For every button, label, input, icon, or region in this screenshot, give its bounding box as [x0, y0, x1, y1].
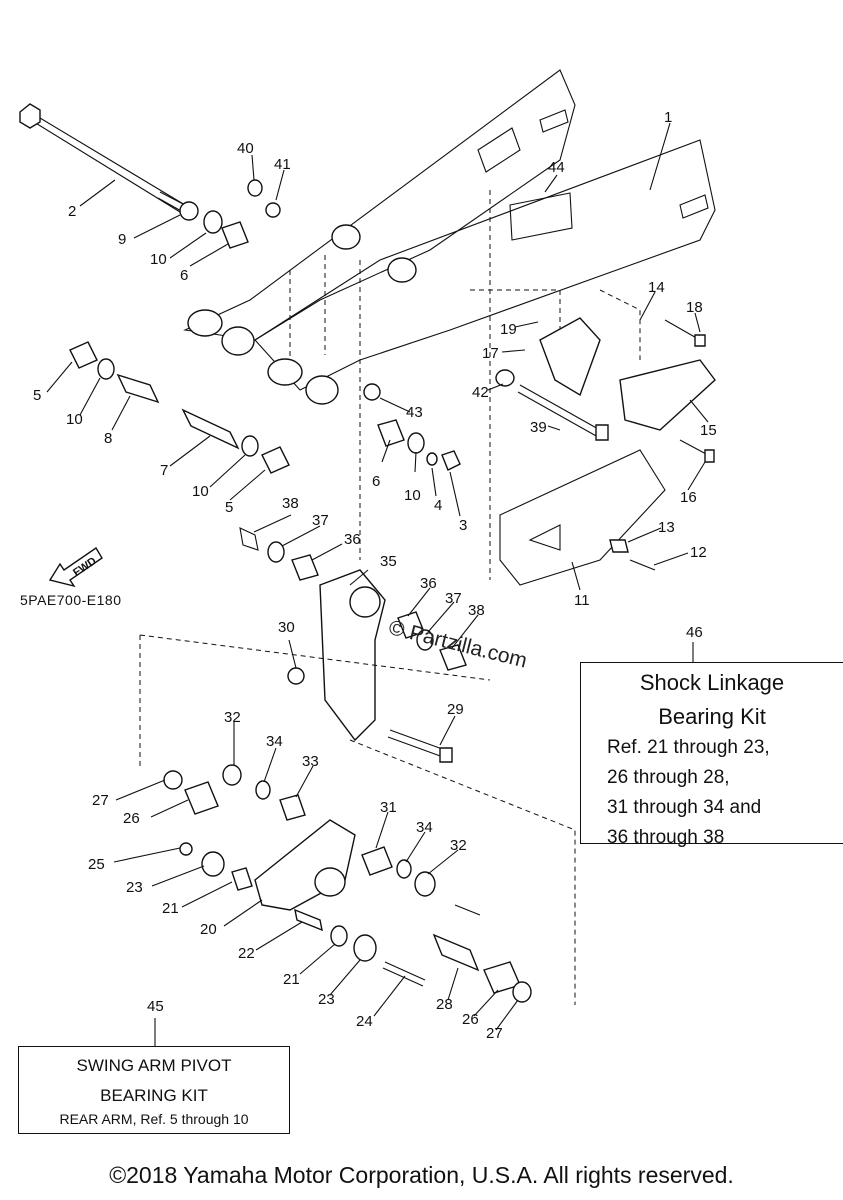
callout-27a: 27 — [92, 792, 109, 809]
connecting-rod-part — [139, 634, 576, 1005]
callout-21a: 21 — [162, 900, 179, 917]
swing-arm-part — [183, 69, 716, 405]
forward-arrow-icon: FWD — [46, 540, 106, 595]
callout-38b: 38 — [468, 602, 485, 619]
callout-36b: 36 — [420, 575, 437, 592]
callout-32b: 32 — [450, 837, 467, 854]
callout-26b: 26 — [462, 1011, 479, 1028]
callout-32a: 32 — [224, 709, 241, 726]
kit-46-ref-line: 31 through 34 and — [607, 797, 762, 818]
callout-23a: 23 — [126, 879, 143, 896]
relay-arm-part — [239, 527, 467, 763]
callout-16: 16 — [680, 489, 697, 506]
callout-22: 22 — [238, 945, 255, 962]
callout-18: 18 — [686, 299, 703, 316]
chain-guide-part — [499, 317, 716, 586]
callout-34a: 34 — [266, 733, 283, 750]
kit-46-title-line2: Bearing Kit — [658, 704, 766, 729]
callout-10a: 10 — [150, 251, 167, 268]
callout-5b: 5 — [225, 499, 233, 516]
callout-6b: 6 — [372, 473, 380, 490]
callout-6a: 6 — [180, 267, 188, 284]
callout-8: 8 — [104, 430, 112, 447]
kit-45-number: 45 — [147, 998, 164, 1015]
callout-42: 42 — [472, 384, 489, 401]
callout-20: 20 — [200, 921, 217, 938]
kit-46-ref-line: 26 through 28, — [607, 767, 730, 788]
callout-25: 25 — [88, 856, 105, 873]
copyright-notice: ©2018 Yamaha Motor Corporation, U.S.A. A… — [109, 1162, 734, 1188]
callout-14: 14 — [648, 279, 665, 296]
callout-41: 41 — [274, 156, 291, 173]
callout-27b: 27 — [486, 1025, 503, 1042]
kit-45-ref-line: REAR ARM, Ref. 5 through 10 — [59, 1111, 249, 1127]
callout-29: 29 — [447, 701, 464, 718]
callout-43: 43 — [406, 404, 423, 421]
assembly-guides — [289, 190, 641, 580]
pivot-shaft-part — [19, 103, 186, 213]
callout-37a: 37 — [312, 512, 329, 529]
callout-13: 13 — [658, 519, 675, 536]
callout-3: 3 — [459, 517, 467, 534]
kit-46-ref-line: 36 through 38 — [607, 827, 725, 848]
callout-10d: 10 — [404, 487, 421, 504]
callout-28: 28 — [436, 996, 453, 1013]
callout-26a: 26 — [123, 810, 140, 827]
callout-39: 39 — [530, 419, 547, 436]
leader-lines — [46, 122, 709, 1046]
callout-5a: 5 — [33, 387, 41, 404]
callout-30: 30 — [278, 619, 295, 636]
callout-15: 15 — [700, 422, 717, 439]
callout-1: 1 — [664, 109, 672, 126]
kit-46-number: 46 — [686, 624, 703, 641]
callout-21b: 21 — [283, 971, 300, 988]
kit-46-title-line1: Shock Linkage — [639, 670, 785, 695]
callout-34b: 34 — [416, 819, 433, 836]
callout-4: 4 — [434, 497, 442, 514]
swing-arm-pivot-kit-box[interactable]: SWING ARM PIVOT BEARING KIT REAR ARM, Re… — [18, 1046, 290, 1134]
callout-10b: 10 — [66, 411, 83, 428]
callout-7: 7 — [160, 462, 168, 479]
callout-10c: 10 — [192, 483, 209, 500]
callout-2: 2 — [68, 203, 76, 220]
callout-40: 40 — [237, 140, 254, 157]
callout-38a: 38 — [282, 495, 299, 512]
callout-44: 44 — [548, 159, 565, 176]
callout-17: 17 — [482, 345, 499, 362]
callout-numbers: 1 2 3 4 5 5 6 6 7 8 9 10 10 10 10 11 12 … — [33, 109, 717, 1042]
callout-24: 24 — [356, 1013, 373, 1030]
callout-23b: 23 — [318, 991, 335, 1008]
callout-19: 19 — [500, 321, 517, 338]
diagram-code: 5PAE700-E180 — [20, 592, 122, 608]
shock-linkage-kit-box[interactable]: Shock Linkage Bearing Kit Ref. 21 throug… — [580, 662, 843, 848]
kit-45-title-line2: BEARING KIT — [100, 1086, 208, 1105]
kit-45-title-line1: SWING ARM PIVOT — [76, 1056, 232, 1075]
callout-35: 35 — [380, 553, 397, 570]
callout-37b: 37 — [445, 590, 462, 607]
callout-36a: 36 — [344, 531, 361, 548]
callout-31: 31 — [380, 799, 397, 816]
callout-11: 11 — [574, 592, 590, 609]
kit-46-ref-line: Ref. 21 through 23, — [607, 737, 770, 758]
callout-12: 12 — [690, 544, 707, 561]
bushings-spacers — [69, 179, 609, 474]
callout-9: 9 — [118, 231, 126, 248]
callout-33: 33 — [302, 753, 319, 770]
